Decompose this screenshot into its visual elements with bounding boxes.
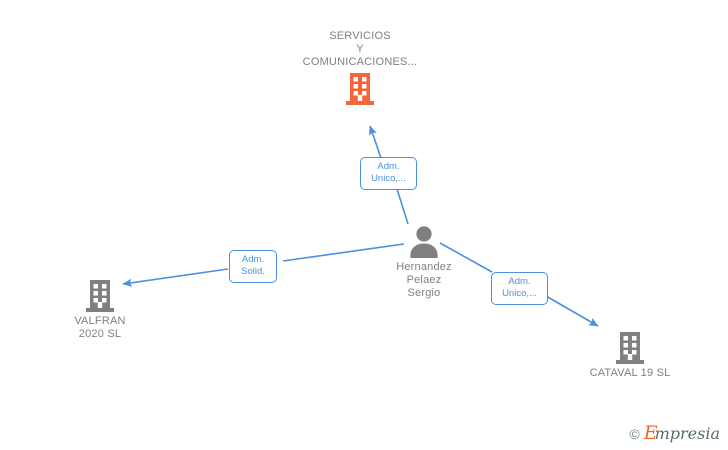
node-valfran-label: VALFRAN 2020 SL [74, 315, 126, 340]
edge-label-person-to-valfran[interactable]: Adm. Solid. [229, 250, 277, 283]
empresia-watermark: © Empresia [629, 424, 720, 444]
copyright-icon: © [629, 426, 640, 442]
edge-label-person-to-root-company[interactable]: Adm. Unico,... [360, 157, 417, 190]
person-icon [365, 225, 483, 259]
edge-label-person-to-cataval[interactable]: Adm. Unico,... [491, 272, 548, 305]
node-cataval[interactable]: CATAVAL 19 SL [578, 331, 682, 380]
brand-name: mpresia [654, 424, 720, 443]
building-icon [578, 331, 682, 365]
node-person[interactable]: Hernandez Pelaez Sergio [365, 225, 483, 300]
node-root-company-label: SERVICIOS Y COMUNICACIONES... [302, 30, 418, 68]
building-icon [48, 279, 152, 313]
edge-line-person-to-top-label [396, 188, 409, 225]
node-root-company[interactable]: SERVICIOS Y COMUNICACIONES... [281, 30, 439, 106]
node-cataval-label: CATAVAL 19 SL [589, 367, 671, 379]
edge-line-top-label-to-root-company [368, 125, 382, 159]
edge-line-right-label-to-cataval [545, 295, 599, 327]
building-icon [281, 72, 439, 106]
brand-initial: E [643, 422, 658, 444]
node-valfran[interactable]: VALFRAN 2020 SL [48, 279, 152, 341]
node-person-label: Hernandez Pelaez Sergio [396, 261, 452, 299]
